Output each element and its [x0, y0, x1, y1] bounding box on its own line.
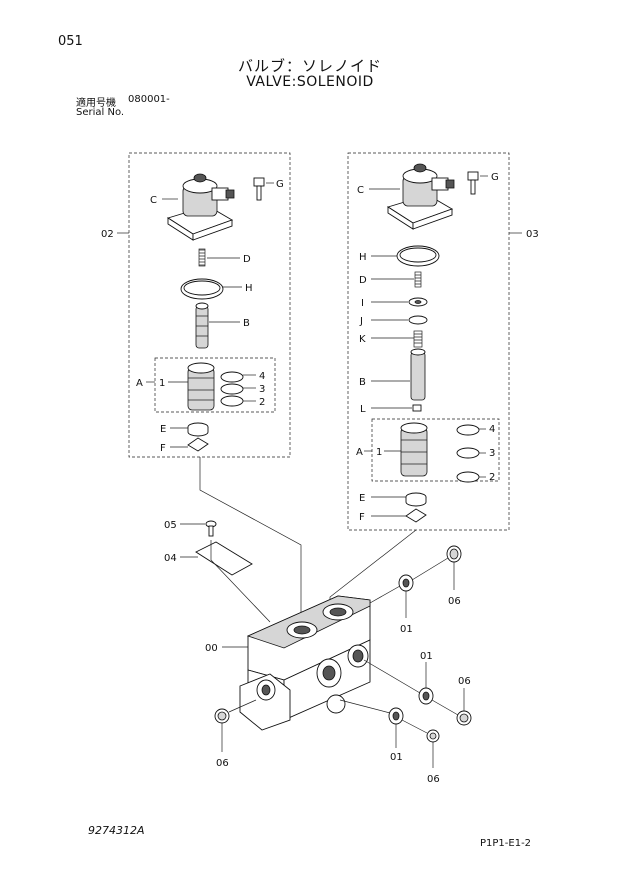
- label-left-g: G: [276, 179, 284, 190]
- right-snap-ring-j: [408, 315, 428, 325]
- label-01-bottom: 01: [390, 752, 403, 763]
- left-subgroup-box: [154, 357, 276, 413]
- serial-label-japanese: 適用号機: [76, 98, 116, 109]
- label-left-h: H: [245, 283, 253, 294]
- right-solenoid-coil: [386, 163, 455, 230]
- label-right-j: J: [359, 316, 363, 327]
- label-right-d: D: [359, 275, 367, 286]
- label-right-l: L: [360, 404, 366, 415]
- right-gasket-f: [405, 508, 427, 523]
- label-left-2: 2: [259, 397, 265, 408]
- label-06-top: 06: [448, 596, 461, 607]
- leader-left-to-body: [199, 457, 302, 628]
- label-right-g: G: [491, 172, 499, 183]
- right-spring-k: [413, 330, 423, 348]
- plug-06-right: [456, 710, 472, 726]
- right-spring: [414, 271, 422, 288]
- left-ring-2: [220, 395, 244, 407]
- label-00: 00: [205, 643, 218, 654]
- right-washer-i: [408, 297, 428, 307]
- plug-06-bottom: [426, 729, 440, 743]
- left-solenoid-coil: [166, 173, 235, 241]
- label-right-1: 1: [376, 447, 382, 458]
- label-06-right: 06: [458, 676, 471, 687]
- label-left-4: 4: [259, 371, 265, 382]
- label-right-2: 2: [489, 472, 495, 483]
- name-plate: [195, 541, 253, 576]
- left-gasket-f: [187, 437, 209, 452]
- label-right-e: E: [359, 493, 365, 504]
- label-left-e: E: [160, 424, 166, 435]
- left-solenoid-assembly: C G D H B 02 A 1 4 3 2 E F: [101, 152, 291, 458]
- plug-06-top: [446, 545, 462, 563]
- fitting-01-top: [398, 574, 414, 592]
- label-04: 04: [164, 553, 177, 564]
- label-left-b: B: [243, 318, 250, 329]
- left-spool: [195, 302, 209, 349]
- right-pin-l: [412, 404, 422, 412]
- page-code: P1P1-E1-2: [480, 838, 532, 849]
- label-right-h: H: [359, 252, 367, 263]
- fitting-01-mid: [418, 687, 434, 705]
- label-right-b: B: [359, 377, 366, 388]
- fitting-01-bottom: [388, 707, 404, 725]
- right-ring-4: [456, 424, 480, 436]
- label-right-group: 03: [526, 229, 539, 240]
- label-left-1: 1: [159, 378, 165, 389]
- right-subgroup-box: [371, 418, 500, 482]
- right-ring-2: [456, 471, 480, 483]
- left-bolt: [253, 177, 265, 201]
- label-left-3: 3: [259, 384, 265, 395]
- page-number: 051: [58, 34, 83, 49]
- label-05: 05: [164, 520, 177, 531]
- right-plug-e: [405, 492, 427, 507]
- page-title: VALVE:SOLENOID: [246, 74, 374, 90]
- label-right-k: K: [359, 334, 366, 345]
- label-right-c: C: [357, 185, 364, 196]
- label-01-mid: 01: [420, 651, 433, 662]
- serial-value: 080001-: [128, 94, 170, 105]
- label-right-f: F: [359, 512, 365, 523]
- label-left-a: A: [136, 378, 143, 389]
- left-group-box: [128, 152, 291, 458]
- right-group-box: [347, 152, 510, 531]
- left-spring: [198, 248, 206, 267]
- left-ring-4: [220, 371, 244, 383]
- valve-body: [239, 595, 371, 731]
- label-06-left: 06: [216, 758, 229, 769]
- label-06-bottom: 06: [427, 774, 440, 785]
- right-spool: [410, 348, 426, 401]
- plate-screw: [205, 520, 217, 537]
- right-bolt: [467, 171, 479, 195]
- label-left-group: 02: [101, 229, 114, 240]
- label-left-c: C: [150, 195, 157, 206]
- label-right-3: 3: [489, 448, 495, 459]
- left-ring-3: [220, 383, 244, 395]
- label-01-top: 01: [400, 624, 413, 635]
- page-title-japanese: バルブ：ソレノイド: [237, 57, 382, 75]
- label-left-f: F: [160, 443, 166, 454]
- right-sleeve: [400, 422, 428, 477]
- right-solenoid-assembly: C G 03 H D I J K B L A 1 4 3 2 E F: [347, 152, 539, 531]
- label-right-a: A: [356, 447, 363, 458]
- right-ring-3: [456, 447, 480, 459]
- plug-06-left: [214, 708, 230, 724]
- left-sleeve: [187, 362, 215, 411]
- label-right-i: I: [361, 298, 364, 309]
- drawing-number: 9274312A: [88, 824, 145, 837]
- serial-label: Serial No.: [76, 107, 125, 118]
- label-left-d: D: [243, 254, 251, 265]
- label-right-4: 4: [489, 424, 495, 435]
- left-plug-e: [187, 422, 209, 437]
